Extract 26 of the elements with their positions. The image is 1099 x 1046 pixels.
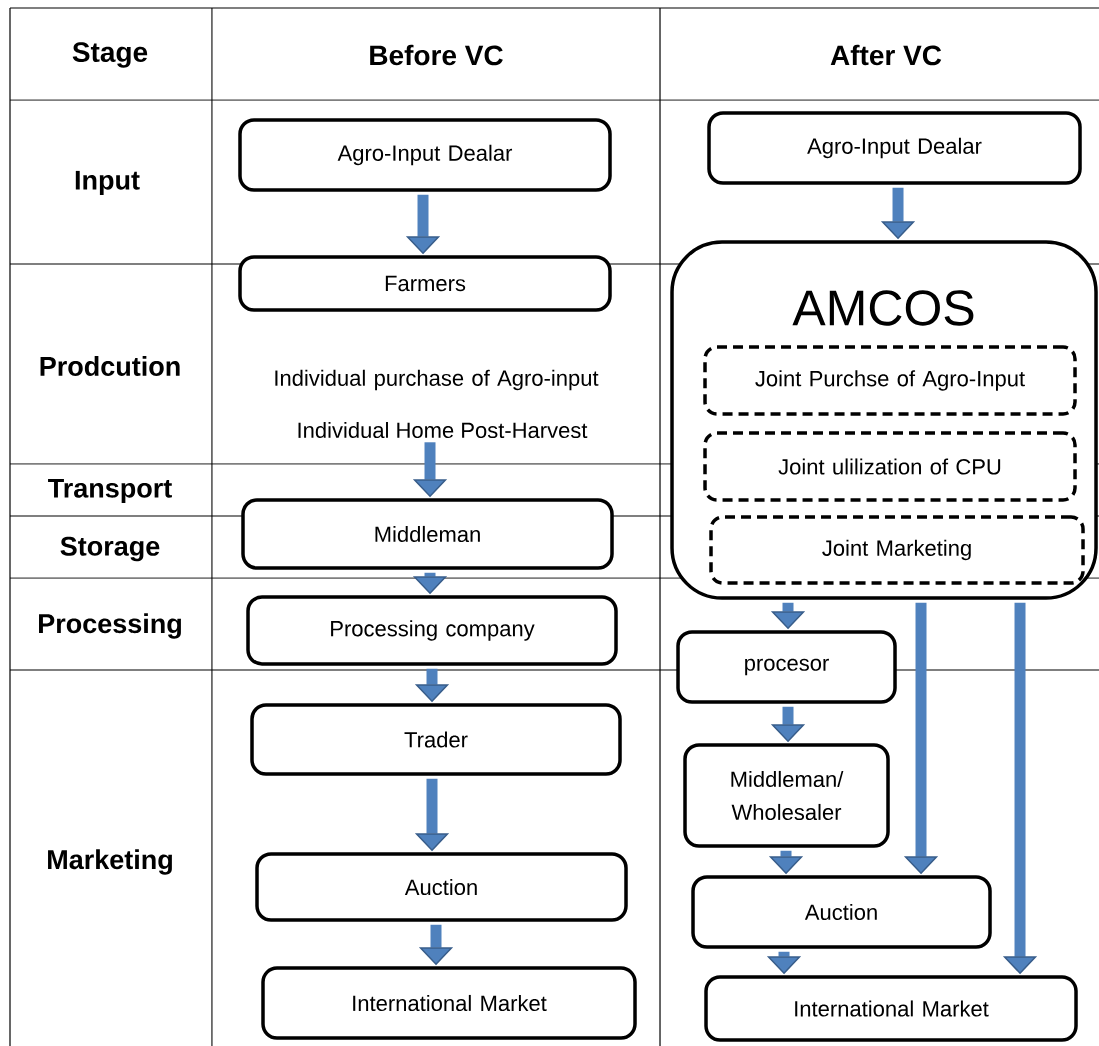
process-box: Processing company [246, 595, 618, 666]
stage-label: Storage [60, 536, 160, 562]
process-box: Auction [691, 875, 992, 949]
stage-label: Prodcution [40, 356, 180, 376]
process-box: procesor [676, 630, 897, 704]
stage-label: Input [75, 170, 140, 196]
stage-label: Processing [39, 613, 181, 639]
note-text: Individual purchase of Agro-input [275, 369, 599, 391]
activity-box: Joint Marketing [709, 515, 1085, 585]
column-header: Before VC [370, 44, 503, 66]
process-box: Auction [255, 852, 628, 922]
stage-label: Marketing [48, 849, 172, 875]
process-box: Farmers [238, 255, 612, 312]
process-box: Agro-Input Dealar [707, 111, 1082, 185]
activity-box: Joint ulilization of CPU [703, 431, 1077, 502]
process-box: International Market [704, 975, 1078, 1042]
column-header: Stage [72, 42, 148, 68]
note-text: Individual Home Post-Harvest [298, 421, 588, 439]
stage-label: Transport [48, 478, 172, 504]
process-box: International Market [261, 966, 637, 1040]
process-box: Middleman [241, 498, 614, 570]
process-box: Middleman/Wholesaler [683, 743, 890, 848]
process-box: Agro-Input Dealar [238, 118, 612, 192]
column-header: After VC [830, 44, 942, 66]
process-box: Trader [250, 703, 622, 776]
activity-box: Joint Purchse of Agro-Input [703, 345, 1077, 416]
